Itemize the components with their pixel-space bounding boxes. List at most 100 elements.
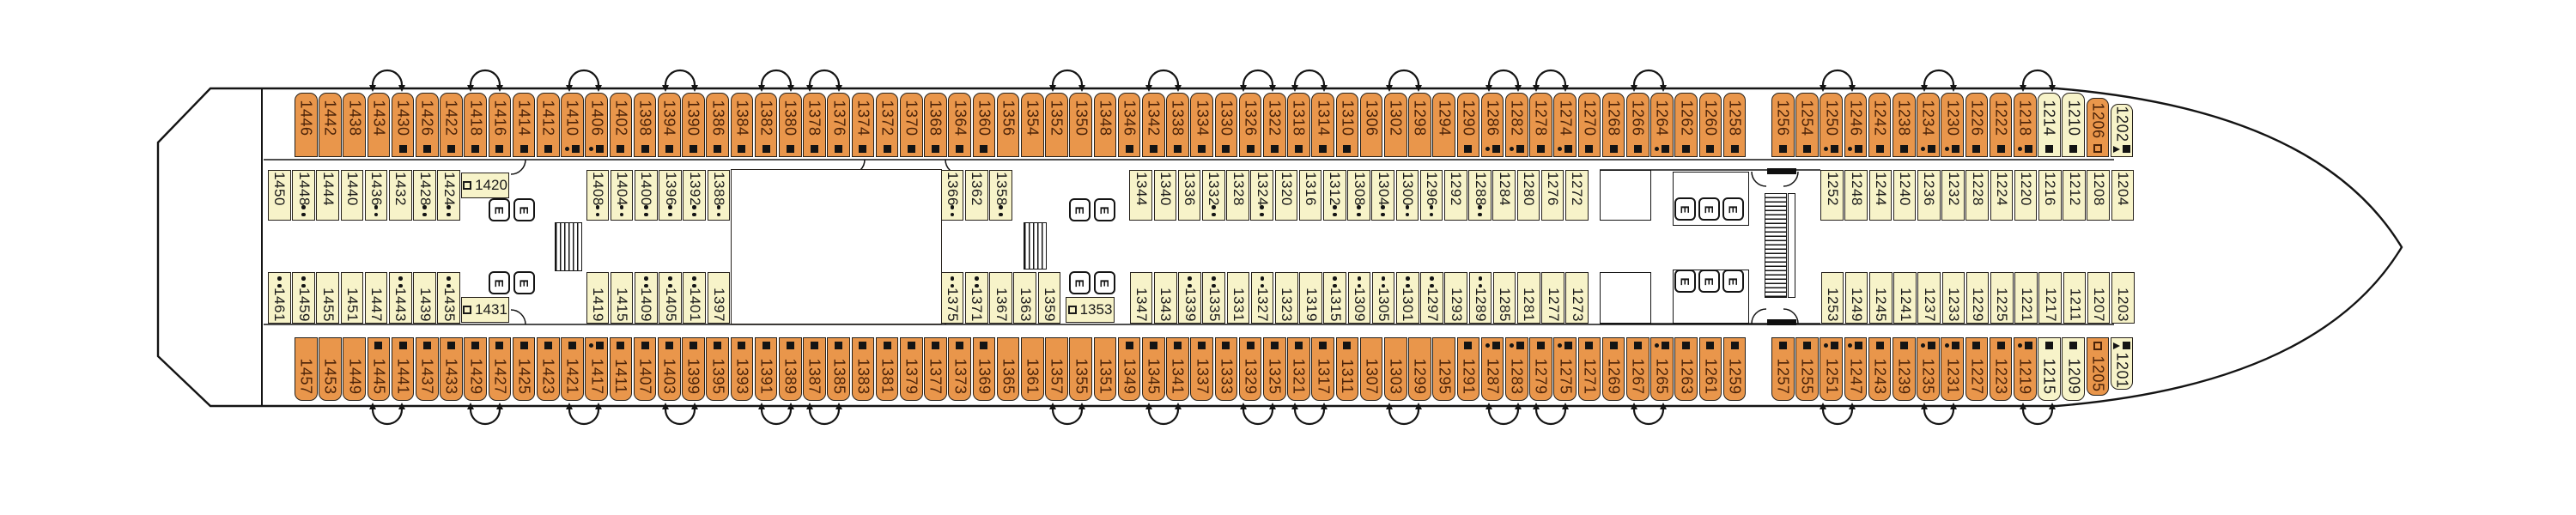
service-room	[1600, 272, 1651, 324]
cabin-number: 1397	[710, 288, 727, 322]
cabin-1261: 1261	[1698, 337, 1722, 401]
davit-arrowhead	[1415, 403, 1422, 409]
cabin-number: 1266	[1629, 100, 1647, 136]
cabin-number: 1211	[2066, 288, 2083, 322]
davit-arrowhead	[496, 403, 503, 409]
davit-arc	[1147, 409, 1180, 426]
cabin-number: 1288	[1472, 171, 1489, 206]
cabin-number: 1256	[1774, 100, 1792, 136]
cabin-number: 1449	[346, 357, 364, 395]
cabin-number: 1430	[394, 100, 412, 136]
berth-symbol-ds	[1506, 145, 1528, 153]
cabin-number: 1375	[945, 288, 962, 322]
cabin-1202: 1202	[2110, 104, 2134, 157]
cabin-number: 1428	[416, 171, 434, 206]
berth-symbol-sq	[562, 342, 583, 349]
cabin-1289: 1289	[1468, 272, 1492, 324]
cabin-1243: 1243	[1868, 337, 1892, 401]
cabin-number: 1301	[1400, 288, 1417, 322]
cabin-1362: 1362	[965, 170, 988, 221]
cabin-1357: 1357	[1045, 337, 1068, 401]
berth-symbol-co	[942, 205, 963, 216]
cabin-1352: 1352	[1045, 93, 1068, 157]
cabin-number: 1222	[1992, 100, 2010, 136]
cabin-1447: 1447	[364, 272, 388, 324]
cabin-1235: 1235	[1917, 337, 1940, 401]
cabin-1295: 1295	[1432, 337, 1455, 401]
cabin-1326: 1326	[1238, 93, 1262, 157]
cabin-1274: 1274	[1553, 93, 1577, 157]
cabin-1340: 1340	[1153, 170, 1177, 221]
cabin-1250: 1250	[1820, 93, 1843, 157]
berth-symbol-sq	[1530, 145, 1552, 153]
cabin-1252: 1252	[1820, 170, 1844, 221]
cabin-number: 1446	[297, 100, 315, 136]
cabin-number: 1220	[2018, 171, 2035, 206]
berth-symbol-ds	[1941, 145, 1963, 153]
davit-arrowhead	[1291, 85, 1298, 92]
cabin-1298: 1298	[1408, 93, 1431, 157]
cabin-1432: 1432	[389, 170, 412, 221]
cabin-number: 1422	[442, 100, 460, 136]
davit-arrowhead	[1269, 85, 1276, 92]
cabin-1386: 1386	[706, 93, 729, 157]
cabin-number: 1283	[1508, 357, 1526, 395]
cabin-number: 1351	[1097, 357, 1115, 395]
cabin-number: 1361	[1024, 357, 1042, 395]
cabin-number: 1246	[1847, 100, 1865, 136]
cabin-number: 1418	[467, 100, 485, 136]
cabin-number: 1388	[710, 171, 727, 206]
cabin-1281: 1281	[1517, 272, 1540, 324]
cabin-number: 1316	[1303, 171, 1320, 206]
cabin-number: 1350	[1072, 100, 1091, 136]
cabin-number: 1349	[1121, 357, 1139, 395]
cabin-1408: 1408	[586, 170, 610, 221]
elevator-icon: E	[513, 198, 535, 221]
cabin-1266: 1266	[1626, 93, 1649, 157]
elevator-icon: E	[1674, 197, 1696, 221]
cabin-number: 1405	[662, 288, 679, 322]
cabin-1230: 1230	[1941, 93, 1964, 157]
cabin-1433: 1433	[440, 337, 463, 401]
davit-arc	[1821, 69, 1854, 86]
cabin-number: 1279	[1532, 357, 1550, 395]
berth-symbol-co	[1324, 205, 1346, 216]
cabin-1296: 1296	[1419, 170, 1443, 221]
cabin-number: 1226	[1968, 100, 1986, 136]
cabin-number: 1461	[271, 288, 289, 322]
cabin-number: 1346	[1121, 100, 1139, 136]
berth-symbol-ds	[1651, 145, 1673, 153]
cabin-number: 1201	[2113, 352, 2131, 389]
berth-symbol-co	[1469, 205, 1491, 216]
cabin-1297: 1297	[1420, 272, 1443, 324]
cabin-number: 1234	[1919, 100, 1937, 136]
berth-symbol-sq	[659, 145, 680, 153]
berth-symbol-sq	[1337, 342, 1358, 349]
berth-symbol-sq	[1869, 145, 1891, 153]
berth-symbol-sq	[683, 145, 704, 153]
cabin-number: 1247	[1847, 357, 1865, 395]
cabin-1366: 1366	[940, 170, 964, 221]
cabin-1208: 1208	[2087, 170, 2110, 221]
cabin-number: 1307	[1363, 357, 1381, 395]
cabin-1329: 1329	[1238, 337, 1262, 401]
davit-arrowhead	[467, 85, 474, 92]
cabin-1253: 1253	[1820, 272, 1844, 324]
cabin-number: 1305	[1376, 288, 1393, 322]
cabin-1238: 1238	[1893, 93, 1916, 157]
davit-arrowhead	[1660, 85, 1667, 92]
cabin-number: 1258	[1726, 100, 1744, 136]
cabin-1389: 1389	[779, 337, 802, 401]
berth-symbol-sq	[756, 145, 777, 153]
cabin-number: 1285	[1497, 288, 1514, 322]
cabin-number: 1395	[709, 357, 727, 395]
cabin-1264: 1264	[1650, 93, 1674, 157]
cabin-1375: 1375	[940, 272, 964, 324]
cabin-1363: 1363	[1013, 272, 1036, 324]
berth-symbol-sq	[1966, 342, 1988, 349]
cabin-1239: 1239	[1893, 337, 1916, 401]
cabin-1370: 1370	[900, 93, 923, 157]
elevator-icon: E	[513, 271, 535, 294]
cabin-1398: 1398	[633, 93, 657, 157]
cabin-1418: 1418	[464, 93, 487, 157]
